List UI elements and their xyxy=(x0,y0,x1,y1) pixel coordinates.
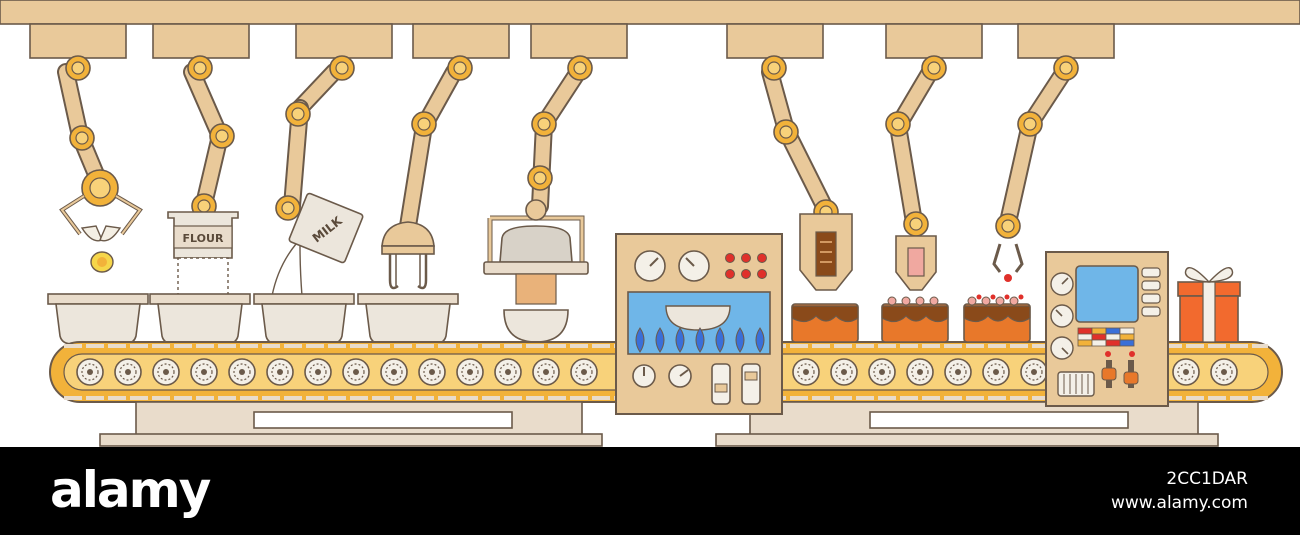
conveyor-stands xyxy=(99,401,1219,447)
oven-switch-2 xyxy=(741,363,761,405)
bowl-4 xyxy=(357,293,459,345)
robot-arm-cherry xyxy=(992,55,1079,282)
robot-arm-egg xyxy=(57,55,143,273)
robot-arm-mixer xyxy=(381,55,473,290)
bowl-2 xyxy=(149,293,251,345)
monitor-screen xyxy=(1075,265,1139,323)
image-id: 2CC1DAR xyxy=(1166,469,1248,489)
cake-cherry xyxy=(963,294,1031,343)
footer-bar xyxy=(0,447,1300,535)
bowl-5 xyxy=(503,309,569,343)
robot-arm-sifter xyxy=(483,55,593,305)
robot-arm-milk: MILK xyxy=(271,55,364,297)
cake-chocolate xyxy=(791,303,859,343)
flour-label: FLOUR xyxy=(183,232,224,245)
robot-arm-flour: FLOUR xyxy=(167,55,239,297)
bowl-3 xyxy=(253,293,355,345)
control-panel xyxy=(1045,251,1169,407)
top-rail xyxy=(0,0,1300,25)
factory-illustration: FLOUR MILK xyxy=(0,0,1300,447)
cake-cream xyxy=(881,296,949,343)
robot-arm-chocolate xyxy=(761,55,853,291)
oven xyxy=(615,233,783,415)
brand-logo: alamy xyxy=(50,461,211,519)
robot-arm-cream xyxy=(885,55,947,291)
bowl-1 xyxy=(47,293,149,345)
rail-mounts xyxy=(29,23,1115,59)
footer-url: www.alamy.com xyxy=(1110,493,1248,513)
gift-box xyxy=(1177,267,1241,343)
oven-flames xyxy=(635,327,765,353)
